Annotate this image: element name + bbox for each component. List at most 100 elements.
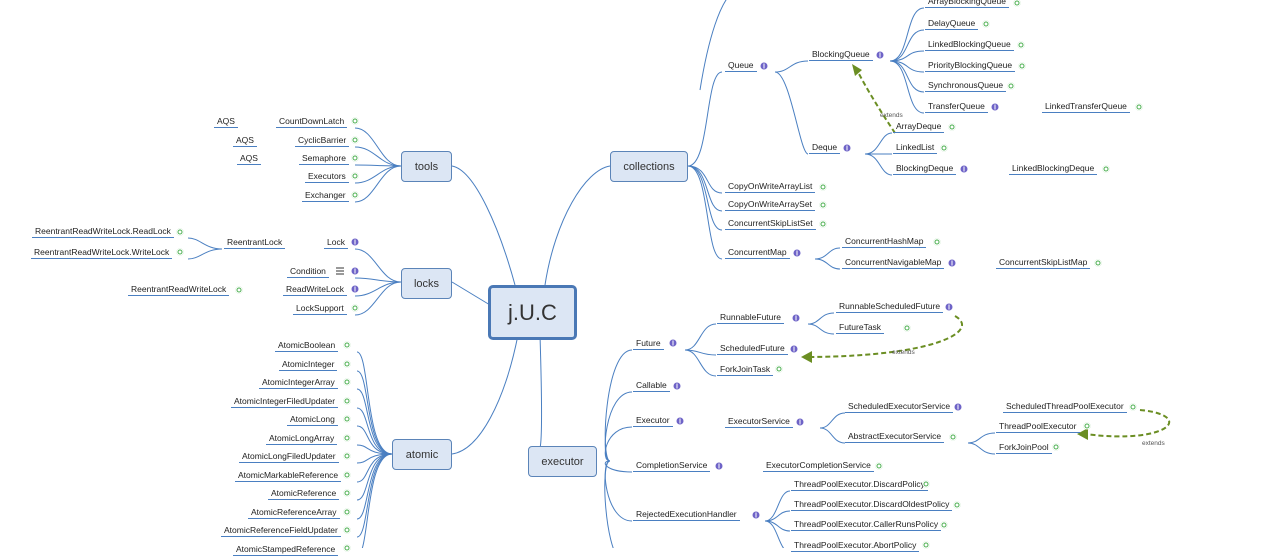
node-cow-array-list[interactable]: CopyOnWriteArrayList (725, 181, 816, 193)
category-executor[interactable]: executor (528, 446, 597, 477)
node-cow-array-set[interactable]: CopyOnWriteArraySet (725, 199, 815, 211)
node-aqs[interactable]: AQS (233, 135, 257, 147)
node-atomic-long-filed-updater[interactable]: AtomicLongFiledUpdater (239, 451, 339, 463)
edge-root-atomic (451, 334, 519, 455)
class-icon (933, 238, 941, 246)
node-concurrent-skip-list-map[interactable]: ConcurrentSkipListMap (996, 257, 1091, 269)
class-icon (875, 462, 883, 470)
interface-icon (793, 249, 801, 257)
node-atomic-long-array[interactable]: AtomicLongArray (266, 433, 338, 445)
interface-icon (790, 345, 798, 353)
node-blocking-deque[interactable]: BlockingDeque (893, 163, 957, 175)
node-rrwl[interactable]: ReentrantReadWriteLock (128, 284, 230, 296)
extends-label: extends (1142, 440, 1165, 447)
node-aqs[interactable]: AQS (214, 116, 238, 128)
node-queue[interactable]: Queue (725, 60, 757, 72)
node-concurrent-hash-map[interactable]: ConcurrentHashMap (842, 236, 927, 248)
class-icon (343, 397, 351, 405)
node-priority-blocking-queue[interactable]: PriorityBlockingQueue (925, 60, 1016, 72)
class-icon (775, 365, 783, 373)
category-collections[interactable]: collections (610, 151, 688, 182)
node-rrwl-write-lock[interactable]: ReentrantReadWriteLock.WriteLock (31, 247, 173, 259)
class-icon (343, 471, 351, 479)
node-synchronous-queue[interactable]: SynchronousQueue (925, 80, 1007, 92)
edge-root-tools (451, 165, 516, 286)
node-atomic-stamped-reference[interactable]: AtomicStampedReference (233, 544, 339, 556)
class-icon (351, 172, 359, 180)
node-reentrant-lock[interactable]: ReentrantLock (224, 237, 286, 249)
node-cyclic-barrier[interactable]: CyclicBarrier (295, 135, 350, 147)
class-icon (343, 434, 351, 442)
category-atomic[interactable]: atomic (392, 439, 452, 470)
node-fork-join-pool[interactable]: ForkJoinPool (996, 442, 1052, 454)
node-atomic-integer-array[interactable]: AtomicIntegerArray (259, 377, 338, 389)
node-deque[interactable]: Deque (809, 142, 841, 154)
node-concurrent-skip-list-set[interactable]: ConcurrentSkipListSet (725, 218, 816, 230)
node-callable[interactable]: Callable (633, 380, 670, 392)
node-linked-blocking-queue[interactable]: LinkedBlockingQueue (925, 39, 1014, 51)
node-abort-policy[interactable]: ThreadPoolExecutor.AbortPolicy (791, 540, 920, 552)
root-node-juc[interactable]: j.U.C (488, 285, 577, 340)
node-lock[interactable]: Lock (324, 237, 348, 249)
class-icon (343, 452, 351, 460)
node-future[interactable]: Future (633, 338, 664, 350)
node-delay-queue[interactable]: DelayQueue (925, 18, 979, 30)
node-linked-blocking-deque[interactable]: LinkedBlockingDeque (1009, 163, 1098, 175)
node-atomic-reference[interactable]: AtomicReference (268, 488, 340, 500)
node-atomic-reference-array[interactable]: AtomicReferenceArray (248, 507, 340, 519)
node-read-write-lock[interactable]: ReadWriteLock (283, 284, 347, 296)
class-icon (1135, 103, 1143, 111)
node-array-deque[interactable]: ArrayDeque (893, 121, 945, 133)
node-completion-service[interactable]: CompletionService (633, 460, 711, 472)
notes-icon (336, 267, 344, 275)
node-discard-policy[interactable]: ThreadPoolExecutor.DiscardPolicy (791, 479, 928, 491)
node-linked-transfer-queue[interactable]: LinkedTransferQueue (1042, 101, 1130, 113)
interface-icon (796, 418, 804, 426)
node-linked-list[interactable]: LinkedList (893, 142, 938, 154)
node-atomic-boolean[interactable]: AtomicBoolean (275, 340, 339, 352)
extends-arrow-deque (857, 71, 896, 134)
node-executor-service[interactable]: ExecutorService (725, 416, 793, 428)
class-icon (351, 304, 359, 312)
node-condition[interactable]: Condition (287, 266, 329, 278)
category-tools[interactable]: tools (401, 151, 452, 182)
node-lock-support[interactable]: LockSupport (293, 303, 347, 315)
node-concurrent-map[interactable]: ConcurrentMap (725, 247, 790, 259)
node-discard-oldest-policy[interactable]: ThreadPoolExecutor.DiscardOldestPolicy (791, 499, 953, 511)
node-atomic-markable-reference[interactable]: AtomicMarkableReference (235, 470, 342, 482)
node-rejected-execution-handler[interactable]: RejectedExecutionHandler (633, 509, 740, 521)
edge-root-collections (544, 165, 611, 286)
node-atomic-integer[interactable]: AtomicInteger (279, 359, 338, 371)
class-icon (343, 544, 351, 552)
node-runnable-scheduled-future[interactable]: RunnableScheduledFuture (836, 301, 944, 313)
node-scheduled-future[interactable]: ScheduledFuture (717, 343, 788, 355)
node-array-blocking-queue[interactable]: ArrayBlockingQueue (925, 0, 1009, 8)
interface-icon (760, 62, 768, 70)
node-aqs[interactable]: AQS (237, 153, 261, 165)
interface-icon (669, 339, 677, 347)
node-exchanger[interactable]: Exchanger (302, 190, 349, 202)
node-rrwl-read-lock[interactable]: ReentrantReadWriteLock.ReadLock (32, 226, 174, 238)
node-blocking-queue[interactable]: BlockingQueue (809, 49, 873, 61)
node-executor-completion-service[interactable]: ExecutorCompletionService (763, 460, 874, 472)
node-atomic-integer-filed-updater[interactable]: AtomicIntegerFiledUpdater (231, 396, 339, 408)
class-icon (949, 433, 957, 441)
node-semaphore[interactable]: Semaphore (299, 153, 349, 165)
node-count-down-latch[interactable]: CountDownLatch (276, 116, 348, 128)
node-fork-join-task[interactable]: ForkJoinTask (717, 364, 774, 376)
node-thread-pool-executor[interactable]: ThreadPoolExecutor (996, 421, 1080, 433)
category-locks[interactable]: locks (401, 268, 452, 299)
node-abstract-executor-service[interactable]: AbstractExecutorService (845, 431, 945, 443)
node-atomic-reference-field-updater[interactable]: AtomicReferenceFieldUpdater (221, 525, 341, 537)
node-executors[interactable]: Executors (305, 171, 349, 183)
node-runnable-future[interactable]: RunnableFuture (717, 312, 784, 324)
node-transfer-queue[interactable]: TransferQueue (925, 101, 988, 113)
node-scheduled-executor-service[interactable]: ScheduledExecutorService (845, 401, 954, 413)
node-caller-runs-policy[interactable]: ThreadPoolExecutor.CallerRunsPolicy (791, 519, 942, 531)
node-atomic-long[interactable]: AtomicLong (287, 414, 338, 426)
node-executor[interactable]: Executor (633, 415, 673, 427)
node-future-task[interactable]: FutureTask (836, 322, 885, 334)
node-concurrent-navigable-map[interactable]: ConcurrentNavigableMap (842, 257, 945, 269)
node-scheduled-thread-pool-executor[interactable]: ScheduledThreadPoolExecutor (1003, 401, 1127, 413)
class-icon (351, 191, 359, 199)
